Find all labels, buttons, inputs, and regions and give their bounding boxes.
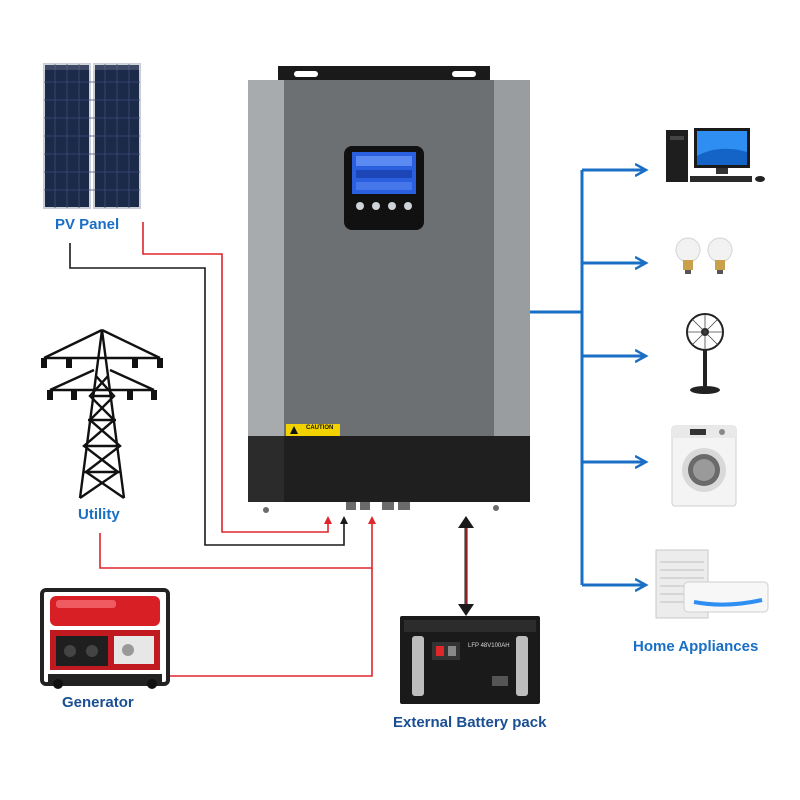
generator-label: Generator (62, 694, 134, 711)
pv-negative-wire (69, 243, 348, 546)
pv-panel-label: PV Panel (55, 216, 120, 233)
power-tower-icon (41, 328, 163, 499)
computer-icon (666, 128, 765, 182)
generator-wire (170, 568, 373, 677)
caution-label: CAUTION (306, 425, 334, 431)
air-conditioner-icon (655, 549, 769, 619)
inverter-icon (248, 66, 530, 513)
battery-model-label: LFP 48V100AH (468, 643, 510, 649)
utility-label: Utility (78, 506, 120, 523)
home-appliances-label: Home Appliances (633, 638, 759, 655)
utility-wire (99, 516, 376, 569)
light-bulb-icon (675, 237, 733, 274)
appliance-distribution-lines (528, 170, 645, 585)
battery-icon (400, 616, 540, 704)
battery-link-arrow (458, 516, 474, 616)
washing-machine-icon (671, 425, 737, 507)
solar-panel-icon (43, 63, 141, 209)
generator-icon (40, 588, 170, 689)
fan-icon (686, 313, 724, 394)
pv-positive-wire (142, 222, 332, 533)
battery-label: External Battery pack (393, 714, 547, 731)
